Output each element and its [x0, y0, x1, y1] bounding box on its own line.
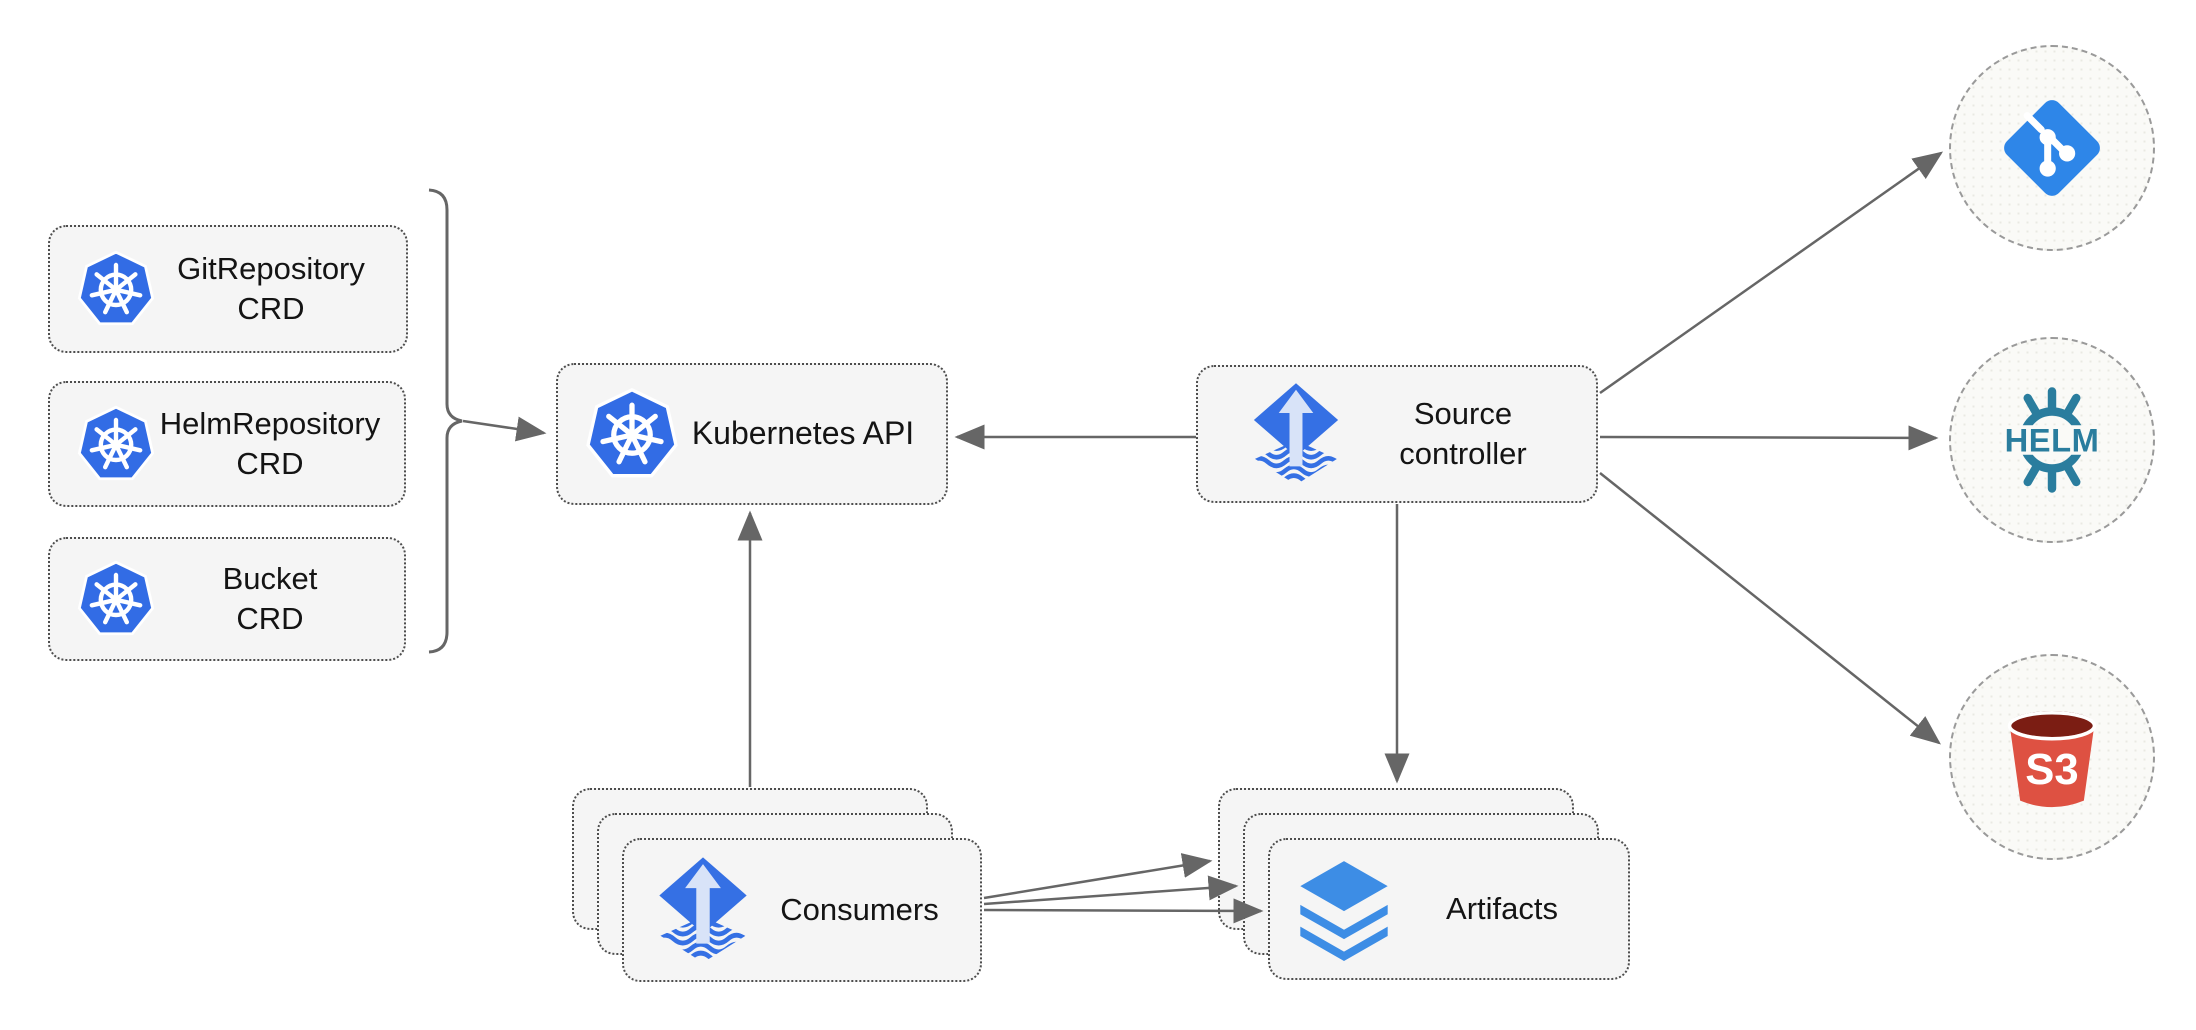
flux-icon — [1242, 380, 1350, 488]
s3-wordmark: S3 — [2025, 745, 2078, 794]
source-controller-label-line1: Source — [1413, 395, 1513, 431]
helmrepository-crd-label-line2: CRD — [236, 446, 304, 481]
bucket-crd-label-line2: CRD — [236, 601, 304, 636]
helm-repository-remote-node: HELM — [1949, 337, 2155, 543]
source-controller-node: Source controller — [1196, 365, 1598, 503]
gitrepository-crd-label-line1: GitRepository — [177, 250, 365, 286]
edge-crds-to-kubernetes-api — [462, 416, 547, 442]
helm-icon: HELM — [1994, 382, 2110, 498]
kubernetes-icon — [76, 559, 156, 639]
gitrepository-crd-label: GitRepository CRD — [156, 249, 386, 330]
consumers-node: Consumers — [622, 838, 982, 982]
source-controller-label-line2: controller — [1399, 436, 1527, 471]
s3-bucket-remote-node: S3 — [1949, 654, 2155, 860]
edge-consumers-to-artifacts-1 — [983, 853, 1213, 900]
helm-wordmark: HELM — [2005, 422, 2100, 459]
kubernetes-icon — [76, 249, 156, 329]
helmrepository-crd-node: HelmRepository CRD — [48, 381, 406, 507]
s3-bucket-icon: S3 — [1993, 698, 2111, 816]
kubernetes-api-node: Kubernetes API — [556, 363, 948, 505]
kubernetes-icon — [584, 386, 680, 482]
edge-consumers-to-artifacts-2 — [983, 875, 1239, 906]
flux-icon — [647, 854, 759, 966]
layers-icon — [1292, 857, 1396, 961]
git-remote-node — [1949, 45, 2155, 251]
gitrepository-crd-node: GitRepository CRD — [48, 225, 408, 353]
bucket-crd-node: Bucket CRD — [48, 537, 406, 661]
artifacts-node: Artifacts — [1268, 838, 1630, 980]
helmrepository-crd-label: HelmRepository CRD — [156, 404, 384, 485]
git-icon — [1998, 94, 2106, 202]
kubernetes-icon — [76, 404, 156, 484]
crd-group-bracket — [428, 188, 463, 654]
helmrepository-crd-label-line1: HelmRepository — [159, 405, 381, 441]
source-controller-label: Source controller — [1350, 394, 1576, 475]
edge-source-controller-to-git-remote — [1599, 151, 1944, 395]
edge-source-controller-to-helm-remote — [1599, 425, 1939, 451]
kubernetes-api-label: Kubernetes API — [691, 415, 915, 452]
consumers-label: Consumers — [780, 891, 939, 927]
bucket-crd-label-line1: Bucket — [222, 560, 318, 596]
edge-source-controller-to-s3-remote — [1599, 472, 1941, 745]
bucket-crd-label: Bucket CRD — [156, 559, 384, 640]
artifacts-label: Artifacts — [1446, 890, 1558, 926]
gitrepository-crd-label-line2: CRD — [237, 291, 305, 326]
